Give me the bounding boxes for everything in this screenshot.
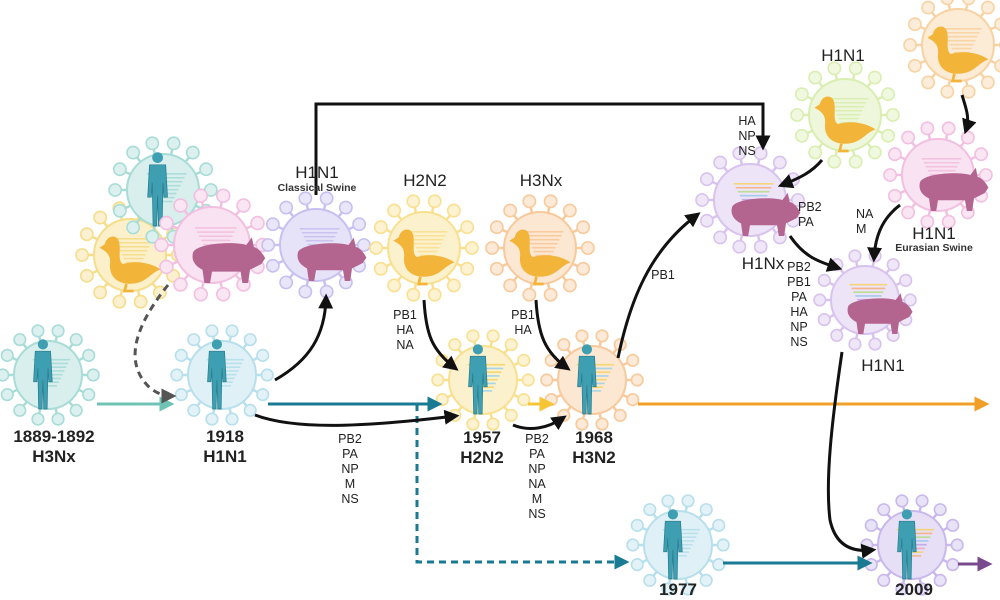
arrow-eurasian-to-swine-h1n1 [867, 203, 901, 263]
pig-icon [847, 293, 913, 334]
arrow-classical-swine-to-h1nx [314, 102, 771, 195]
arrow-1918-to-classical-swine [274, 293, 334, 382]
virus-classical-swine [261, 191, 371, 299]
virus-1968 [540, 329, 644, 431]
genes-avian-h1n1-to-h1nx: PB2 PA [798, 200, 822, 229]
genes-1968-to-h1nx: PB1 [651, 268, 675, 282]
virus-h1nx [695, 146, 805, 254]
pig-icon [297, 237, 367, 281]
human-icon [577, 344, 597, 415]
pig-icon [192, 237, 266, 283]
genes-h1nx-to-swine-h1n1: PB2 PB1 PA HA NP NS [787, 260, 811, 349]
label-avian-h2n2: H2N2 [403, 171, 447, 190]
label-1918-year: 1918 [206, 427, 244, 446]
arrow-h1nx-to-swine-h1n1 [788, 235, 843, 272]
virus-avian-top-right [903, 0, 1000, 99]
human-icon [897, 509, 917, 580]
label-eurasian-subtype: H1N1 [912, 224, 956, 243]
duck-icon [509, 229, 571, 286]
genes-1918-to-1957: PB2 PA NP M NS [338, 432, 362, 506]
human-icon [468, 344, 488, 415]
label-1889-subtype: H3Nx [32, 447, 76, 466]
genes-1957-to-1968: PB2 PA NP NA M NS [525, 432, 549, 521]
virus-swine-h1n1 [813, 249, 917, 351]
virus-avian-h2n2 [369, 194, 479, 302]
label-1918-subtype: H1N1 [203, 447, 247, 466]
pig-icon [731, 192, 801, 236]
virus-avian-h1n1 [790, 61, 900, 169]
genes-eurasian-to-swine-h1n1: NA M [856, 207, 874, 236]
pig-icon [919, 167, 989, 211]
human-icon [663, 509, 683, 580]
human-icon [147, 152, 168, 227]
virus-1957 [431, 329, 535, 431]
label-1977-year: 1977 [659, 580, 697, 599]
label-1889-year: 1889-1892 [13, 427, 95, 446]
arrow-avian-h1n1-to-h1nx [777, 159, 824, 189]
arrow-swine-h1n1-to-2009 [826, 351, 877, 559]
arrow-1918-to-1957-black [254, 409, 460, 427]
label-classical-swine-subtitle: Classical Swine [277, 182, 357, 194]
label-avian-h3nx: H3Nx [519, 171, 563, 190]
human-icon [207, 339, 227, 410]
label-1957-year: 1957 [463, 428, 501, 447]
duck-icon [393, 229, 455, 286]
label-1968-year: 1968 [575, 428, 613, 447]
virus-1977 [626, 494, 730, 596]
arrow-h2n2-to-1957 [422, 299, 459, 371]
label-swine-h1n1: H1N1 [861, 356, 905, 375]
virus-2009 [860, 494, 964, 596]
arrow-avian-to-eurasian [960, 94, 977, 135]
genes-h2n2-to-1957: PB1 HA NA [393, 308, 417, 352]
virus-eurasian-swine [883, 121, 993, 229]
virus-1889 [0, 324, 100, 426]
duck-icon [814, 96, 876, 153]
human-icon [33, 339, 53, 410]
label-2009-year: 2009 [895, 580, 933, 599]
virus-1918 [170, 324, 274, 426]
label-classical-swine-subtype: H1N1 [295, 163, 339, 182]
label-1957-subtype: H2N2 [460, 448, 504, 467]
label-1968-subtype: H3N2 [572, 448, 616, 467]
label-eurasian-subtitle: Eurasian Swine [895, 242, 973, 254]
virus-avian-h3nx [485, 194, 595, 302]
arrow-h3nx-to-1968 [534, 299, 571, 371]
arrow-1918-to-1977-dashed [415, 404, 630, 570]
arrow-1968-to-h1nx [616, 212, 701, 359]
genes-classical-to-h1nx: HA NP NS [738, 114, 756, 158]
genes-h3nx-to-1968: PB1 HA [511, 308, 535, 337]
duck-icon [99, 236, 161, 293]
label-h1nx: H1Nx [741, 254, 785, 273]
arrow-1957-to-1968-black [512, 415, 567, 431]
label-avian-h1n1: H1N1 [821, 46, 865, 65]
duck-icon [927, 26, 989, 83]
